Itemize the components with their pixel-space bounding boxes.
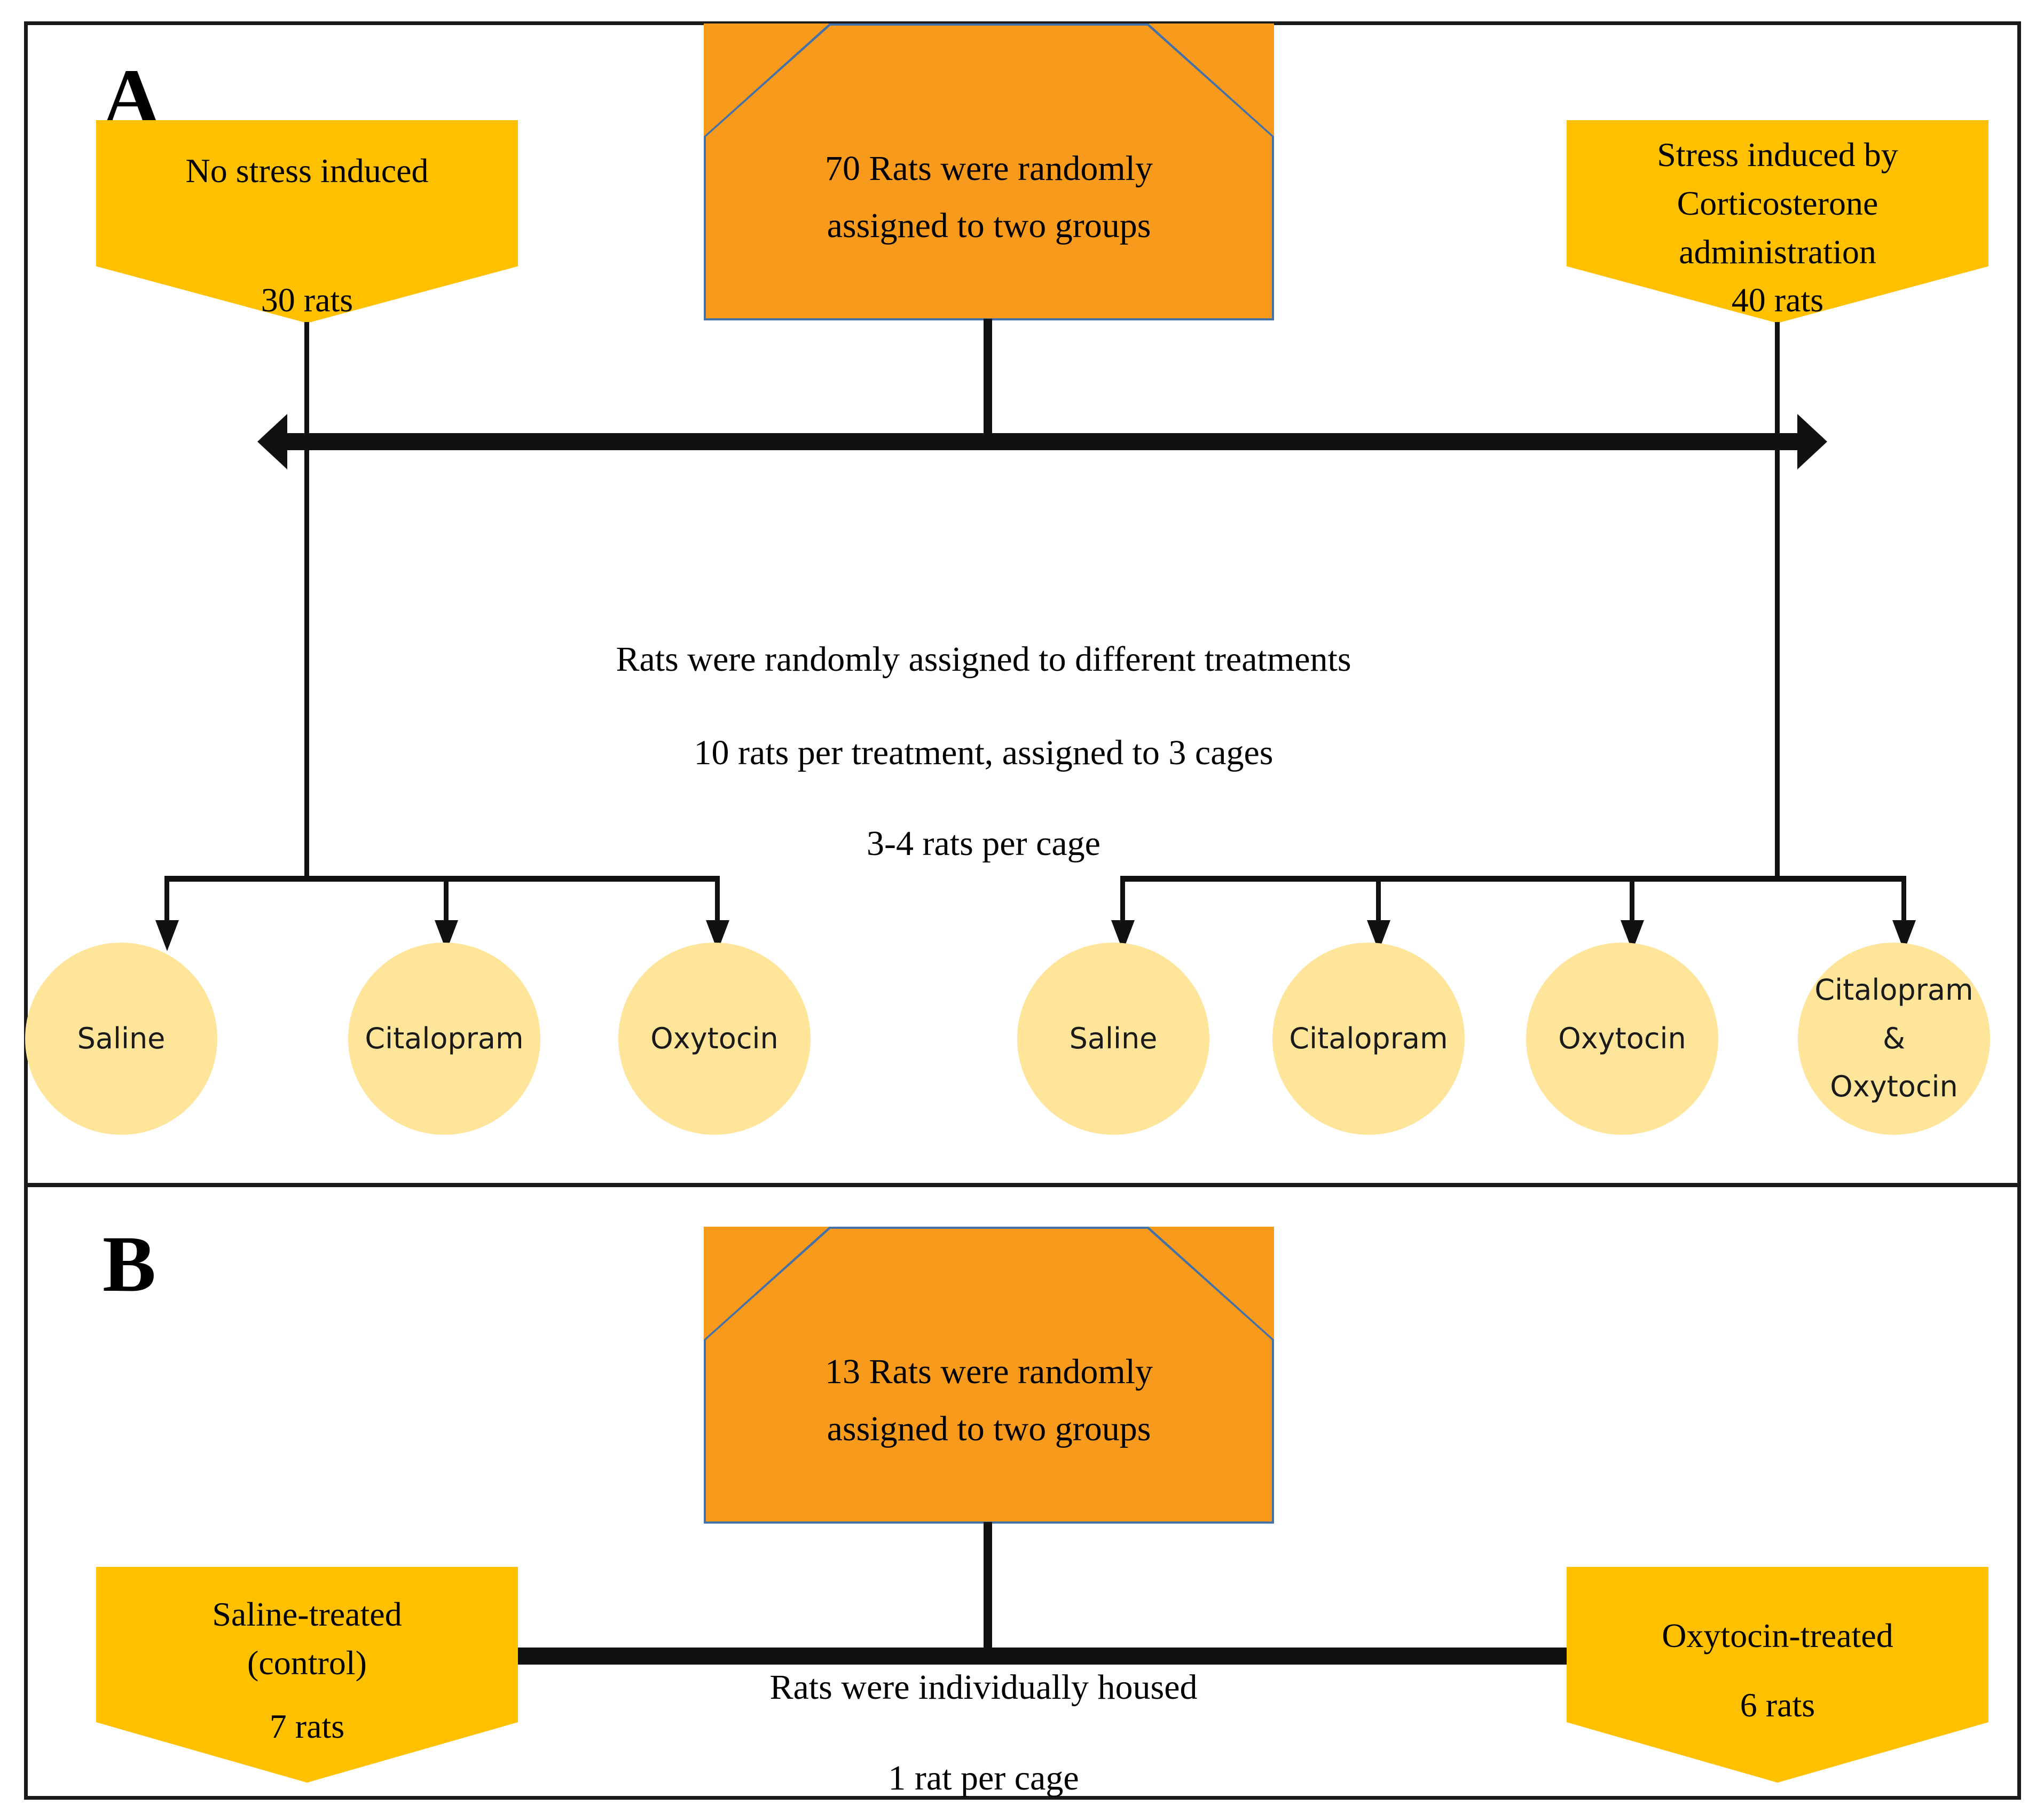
panel-a-note-1: Rats were randomly assigned to different… [616,640,1351,679]
split-arrow-a [257,414,1827,469]
panel-a-left-group-title: No stress induced [185,152,429,190]
left-branch-bus-a [164,876,720,882]
right-branch-stem-a [1775,322,1780,880]
panel-a-note-2: 10 rats per treatment, assigned to 3 cag… [694,733,1273,772]
arrow-head-right-icon [1797,414,1827,469]
arrow-shaft [285,433,1799,450]
panel-b-note-2: 1 rat per cage [888,1759,1079,1798]
arrow-shaft [285,1648,1799,1665]
panel-b-note-1: Rats were individually housed [769,1668,1198,1707]
panel-a-left-group: No stress induced 30 rats [96,120,518,323]
panel-a-right-group-title: Stress induced by Corticosterone adminis… [1657,136,1898,271]
treatment-circle-label: Citalopram [365,1021,524,1055]
panel-a: A 70 Rats were randomly assigned to two … [25,23,2017,1183]
panel-a-right-group: Stress induced by Corticosterone adminis… [1567,120,1988,323]
treatment-circle-citalopram-oxytocin-right: Citalopram & Oxytocin [1798,943,1990,1135]
panel-b-right-group: Oxytocin-treated 6 rats [1567,1567,1988,1783]
root-stem-a [984,319,992,447]
treatment-circle-oxytocin-left: Oxytocin [618,943,811,1135]
treatment-circle-saline-right: Saline [1017,943,1209,1135]
panel-a-note-3: 3-4 rats per cage [867,824,1100,863]
right-branch-v3 [1630,876,1634,929]
panel-b-right-group-count: 6 rats [1740,1686,1815,1724]
panel-b-root-node: 13 Rats were randomly assigned to two gr… [704,1227,1274,1524]
panel-a-left-group-count: 30 rats [261,281,353,319]
treatment-circle-citalopram-right: Citalopram [1272,943,1465,1135]
treatment-circle-label: Citalopram [1289,1021,1448,1055]
treatment-circle-citalopram-left: Citalopram [348,943,540,1135]
root-node-fill [706,1229,1272,1521]
panel-divider [28,1183,2017,1187]
panel-a-root-text: 70 Rats were randomly assigned to two gr… [824,149,1153,245]
panel-b-root-text: 13 Rats were randomly assigned to two gr… [824,1352,1153,1448]
root-stem-b [984,1522,992,1661]
treatment-circle-label: Oxytocin [650,1021,779,1055]
treatment-circle-label: Saline [77,1021,166,1055]
root-node-fill [706,26,1272,318]
treatment-circle-label: Oxytocin [1558,1021,1686,1055]
panel-b-right-group-title: Oxytocin-treated [1662,1617,1893,1654]
treatment-circle-saline-left: Saline [25,943,217,1135]
panel-b: B 13 Rats were randomly assigned to two … [28,1187,2017,1800]
panel-b-left-group-title: Saline-treated (control) [212,1595,402,1682]
right-branch-v4 [1901,876,1906,929]
panel-b-left-group-count: 7 rats [269,1707,345,1745]
treatment-circle-oxytocin-right: Oxytocin [1526,943,1718,1135]
left-branch-v1 [164,876,169,929]
treatment-circle-label: Saline [1069,1021,1158,1055]
figure-frame: A 70 Rats were randomly assigned to two … [24,21,2021,1800]
arrow-head-left-icon [257,414,287,469]
left-branch-arrow-1-icon [155,920,179,951]
left-branch-v2 [444,876,449,929]
panel-a-root-node: 70 Rats were randomly assigned to two gr… [704,23,1274,320]
left-branch-v3 [715,876,720,929]
panel-b-label: B [103,1220,156,1308]
right-branch-v2 [1376,876,1381,929]
panel-a-right-group-count: 40 rats [1731,281,1824,319]
left-branch-stem-a [304,322,309,880]
right-branch-v1 [1120,876,1125,929]
right-branch-bus-a [1120,876,1906,882]
treatment-circle-label: Citalopram & Oxytocin [1814,972,1974,1104]
